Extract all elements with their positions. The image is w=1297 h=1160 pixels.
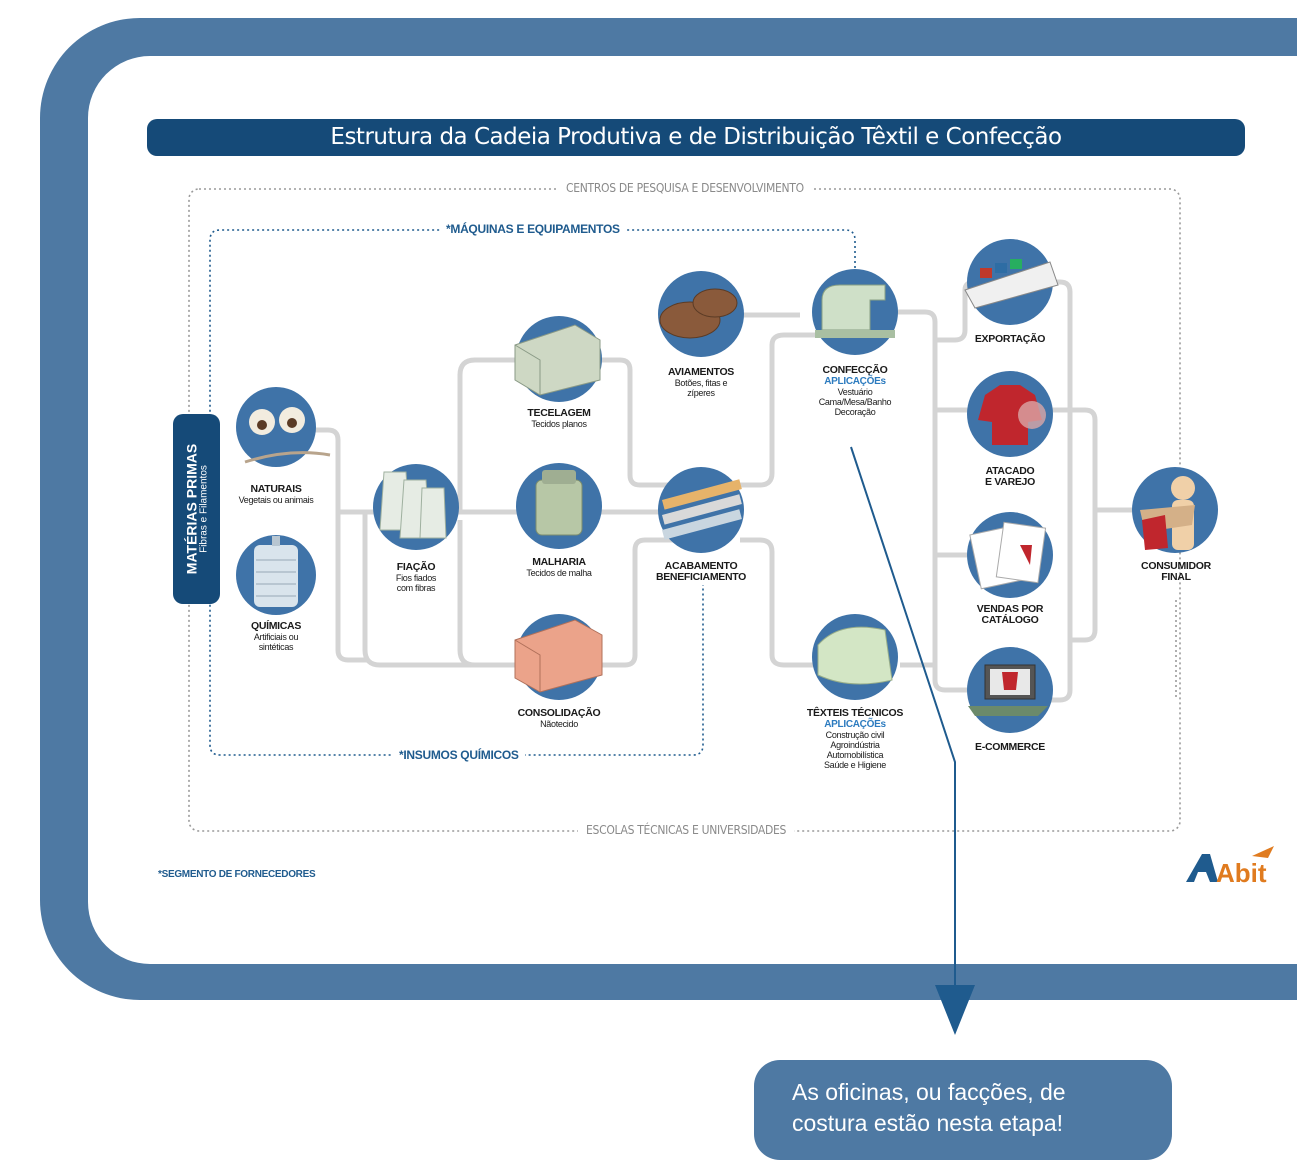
catalog-icon (969, 521, 1047, 590)
confeccao-apps: APLICAÇÕEs (824, 376, 886, 387)
abit-logo: Abit (1186, 846, 1274, 888)
yarn-cones-icon (379, 471, 447, 539)
consolidacao-sub: Nãotecido (540, 719, 578, 729)
schools-band-label: ESCOLAS TÉCNICAS E UNIVERSIDADES (578, 823, 795, 837)
label-malharia: MALHARIA Tecidos de malha (526, 556, 592, 579)
label-quimicas: QUÍMICAS Artificiais ou sintéticas (250, 620, 302, 653)
label-atacado: ATACADO E VAREJO (985, 466, 1035, 488)
texteis-sub2: Agroindústria (830, 740, 880, 750)
label-aviamentos: AVIAMENTOS Botões, fitas e zíperes (667, 366, 735, 399)
raw-materials-subtitle: Fibras e Filamentos (198, 465, 209, 553)
malharia-sub: Tecidos de malha (526, 568, 592, 578)
label-texteis: TÊXTEIS TÉCNICOS APLICAÇÕEs Construção c… (806, 707, 904, 771)
consumidor-title: CONSUMIDOR (1141, 560, 1211, 572)
supplier-footnote: *SEGMENTO DE FORNECEDORES (158, 869, 316, 880)
raw-materials-title: MATÉRIAS PRIMAS (183, 443, 199, 575)
naturais-title: NATURAIS (250, 483, 302, 495)
quimicas-sub1: Artificiais ou (253, 632, 299, 642)
callout-line-2: costura estão nesta etapa! (792, 1110, 1064, 1136)
texteis-sub1: Construção civil (825, 730, 885, 740)
atacado-title2: E VAREJO (985, 476, 1035, 488)
diagram-title: Estrutura da Cadeia Produtiva e de Distr… (147, 119, 1245, 156)
fiacao-sub1: Fios fiados (395, 573, 437, 583)
confeccao-sub3: Decoração (834, 407, 876, 417)
naturais-sub: Vegetais ou animais (238, 495, 314, 505)
chemicals-supplier-label: *INSUMOS QUÍMICOS (393, 748, 525, 762)
circle-naturais (236, 387, 316, 467)
acabamento-title2: BENEFICIAMENTO (655, 571, 747, 583)
confeccao-sub2: Cama/Mesa/Banho (818, 397, 892, 407)
aviamentos-sub1: Botões, fitas e (674, 378, 728, 388)
tecelagem-title: TECELAGEM (527, 407, 591, 419)
cotton-icon (244, 407, 331, 464)
label-fiacao: FIAÇÃO Fios fiados com fibras (395, 561, 437, 594)
confeccao-title: CONFECÇÃO (822, 364, 888, 376)
machines-supplier-label: *MÁQUINAS E EQUIPAMENTOS (440, 222, 626, 236)
confeccao-sub1: Vestuário (837, 387, 873, 397)
texteis-title: TÊXTEIS TÉCNICOS (806, 707, 904, 719)
label-acabamento: ACABAMENTO BENEFICIAMENTO (656, 561, 746, 583)
vendas-title: VENDAS POR (976, 603, 1044, 615)
nonwoven-machine-icon (514, 619, 603, 693)
fiacao-sub2: com fibras (396, 583, 436, 593)
callout-arrow-line (850, 446, 956, 985)
buttons-icon (659, 288, 738, 339)
label-confeccao: CONFECÇÃO APLICAÇÕEs Vestuário Cama/Mesa… (818, 364, 892, 418)
texteis-sub4: Saúde e Higiene (823, 760, 887, 770)
technical-textile-icon (817, 626, 893, 685)
callout-line-1: As oficinas, ou facções, de (792, 1079, 1066, 1105)
label-consolidacao: CONSOLIDAÇÃO Nãotecido (517, 707, 601, 730)
texteis-apps: APLICAÇÕEs (824, 719, 886, 730)
acabamento-title: ACABAMENTO (664, 560, 738, 572)
aviamentos-sub2: zíperes (687, 388, 715, 398)
aviamentos-title: AVIAMENTOS (667, 366, 735, 378)
exportacao-title: EXPORTAÇÃO (974, 333, 1046, 345)
consumer-figure-icon (1140, 476, 1195, 550)
label-vendas: VENDAS POR CATÁLOGO (976, 603, 1044, 626)
cargo-ship-icon (964, 259, 1059, 309)
shirt-icon (978, 385, 1046, 445)
malharia-title: MALHARIA (532, 556, 586, 568)
sewing-workshops-callout: As oficinas, ou facções, de costura estã… (754, 1060, 1172, 1160)
label-ecommerce: E-COMMERCE (975, 742, 1045, 753)
vendas-title2: CATÁLOGO (981, 614, 1039, 626)
callout-arrowhead (935, 985, 975, 1035)
abit-logo-text: Abit (1216, 858, 1267, 888)
quimicas-title: QUÍMICAS (250, 620, 302, 632)
research-band-label: CENTROS DE PESQUISA E DESENVOLVIMENTO (558, 181, 812, 195)
laptop-icon (968, 664, 1048, 716)
ecommerce-title: E-COMMERCE (975, 741, 1045, 753)
raw-materials-box: MATÉRIAS PRIMAS Fibras e Filamentos (173, 414, 220, 604)
fabric-rolls-icon (662, 479, 742, 540)
consolidacao-title: CONSOLIDAÇÃO (517, 707, 601, 719)
tecelagem-sub: Tecidos planos (531, 419, 587, 429)
atacado-title: ATACADO (985, 465, 1035, 477)
quimicas-sub2: sintéticas (258, 642, 294, 652)
label-exportacao: EXPORTAÇÃO (974, 333, 1046, 345)
loom-machine-icon (514, 324, 601, 396)
label-tecelagem: TECELAGEM Tecidos planos (527, 407, 591, 430)
knitting-machine-icon (535, 470, 583, 536)
texteis-sub3: Automobilística (826, 750, 884, 760)
label-naturais: NATURAIS Vegetais ou animais (238, 483, 314, 506)
fiacao-title: FIAÇÃO (396, 561, 436, 573)
sewing-machine-icon (815, 284, 895, 338)
thread-spool-icon (254, 536, 298, 607)
label-consumidor: CONSUMIDOR FINAL (1141, 561, 1211, 583)
consumidor-title2: FINAL (1161, 571, 1191, 583)
